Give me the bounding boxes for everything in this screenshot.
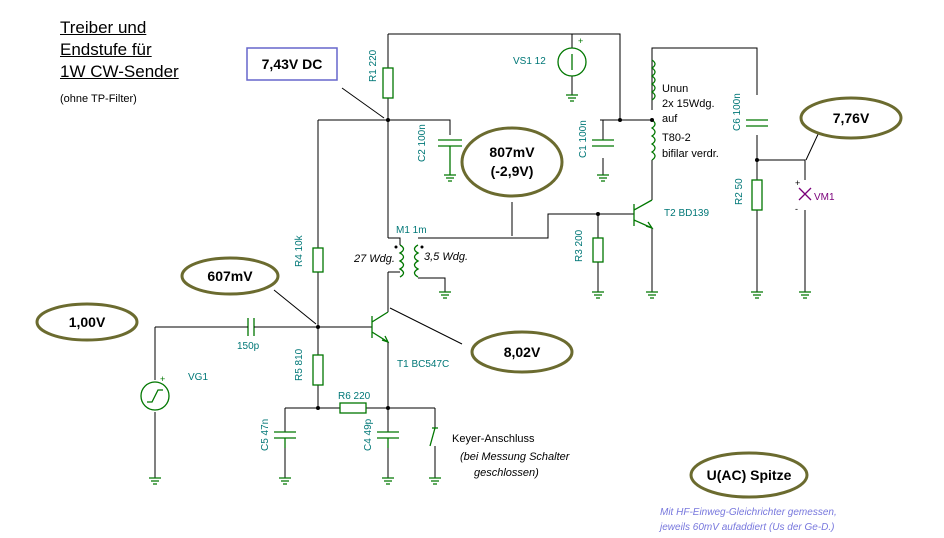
vg1-label: VG1 (188, 372, 208, 383)
c150p-label: 150p (237, 341, 260, 352)
r4-label: R4 10k (294, 234, 305, 267)
title-line-1: Treiber und (60, 18, 147, 37)
svg-text:1,00V: 1,00V (69, 314, 106, 330)
svg-text:807mV: 807mV (489, 144, 535, 160)
secondary-winding-label: 3,5 Wdg. (424, 251, 468, 263)
c5-capacitor (274, 431, 296, 448)
svg-text:-: - (795, 204, 798, 214)
svg-text:7,43V DC: 7,43V DC (262, 56, 323, 72)
unun-coil-icon (650, 59, 656, 161)
vm1-label: VM1 (814, 192, 835, 203)
vs1-label: VS1 12 (513, 56, 546, 67)
subtitle: (ohne TP-Filter) (60, 93, 137, 105)
r5-resistor (312, 354, 324, 386)
c150p-capacitor (240, 318, 262, 336)
r1-resistor (382, 67, 394, 99)
c1-label: C1 100n (578, 120, 589, 158)
t1-transistor-icon (371, 311, 390, 344)
legend-oval: U(AC) Spitze (689, 451, 809, 499)
r1-label: R1 220 (368, 49, 379, 82)
c4-capacitor (377, 431, 399, 448)
ground-icons (149, 94, 811, 485)
vs1-voltage-source: + (557, 36, 587, 77)
c2-capacitor (438, 139, 462, 175)
svg-text:Unun: Unun (662, 83, 688, 95)
measurement-output: 7,76V (799, 96, 903, 140)
c6-capacitor (746, 119, 768, 127)
c5-label: C5 47n (260, 419, 271, 451)
c4-label: C4 49p (363, 418, 374, 451)
measurement-input: 1,00V (35, 302, 139, 342)
r6-label: R6 220 (338, 391, 371, 402)
unun-label: Unun 2x 15Wdg. auf T80-2 bifilar verdr. (662, 83, 719, 160)
primary-winding-label: 27 Wdg. (353, 253, 395, 265)
footnote-line-1: Mit HF-Einweg-Gleichrichter gemessen, (660, 507, 837, 518)
svg-text:607mV: 607mV (207, 268, 253, 284)
keyer-label: Keyer-Anschluss (452, 433, 535, 445)
supply-box: 7,43V DC (246, 47, 338, 81)
m1-transformer-icon (388, 237, 432, 279)
r2-resistor (751, 179, 763, 211)
title-line-3: 1W CW-Sender (60, 62, 179, 81)
svg-text:8,02V: 8,02V (504, 344, 541, 360)
keyer-switch-icon (429, 427, 438, 447)
svg-text:bifilar verdr.: bifilar verdr. (662, 148, 719, 160)
r2-label: R2 50 (734, 178, 745, 205)
r3-label: R3 200 (574, 229, 585, 262)
svg-text:U(AC) Spitze: U(AC) Spitze (707, 467, 792, 483)
keyer-note-line-1: (bei Messung Schalter (460, 451, 571, 463)
title-line-2: Endstufe für (60, 40, 152, 59)
svg-text:+: + (578, 36, 583, 46)
r4-resistor (312, 247, 324, 273)
keyer-note-line-2: geschlossen) (474, 467, 539, 479)
vg1-generator-icon: + (140, 374, 170, 411)
svg-text:7,76V: 7,76V (833, 110, 870, 126)
measurement-base-t1: 607mV (180, 256, 280, 296)
junction-dots (316, 118, 759, 410)
svg-text:(-2,9V): (-2,9V) (491, 163, 534, 179)
r3-resistor (592, 237, 604, 263)
svg-text:T80-2: T80-2 (662, 132, 691, 144)
measurement-collector-t1: 8,02V (470, 330, 574, 374)
r5-label: R5 810 (294, 348, 305, 381)
m1-label: M1 1m (396, 225, 427, 236)
svg-text:+: + (160, 374, 165, 384)
c6-label: C6 100n (732, 93, 743, 131)
measurement-base-t2: 807mV (-2,9V) (460, 126, 564, 198)
t2-label: T2 BD139 (664, 208, 709, 219)
footnote-line-2: jeweils 60mV aufaddiert (Us der Ge-D.) (658, 522, 835, 533)
t2-transistor-icon (633, 199, 654, 230)
svg-text:2x 15Wdg.: 2x 15Wdg. (662, 98, 715, 110)
vm1-voltmeter-icon: + - (795, 178, 812, 214)
svg-text:auf: auf (662, 113, 678, 125)
probe-lines (154, 87, 821, 345)
t1-label: T1 BC547C (397, 359, 449, 370)
c2-label: C2 100n (417, 124, 428, 162)
svg-text:+: + (795, 178, 800, 188)
c1-capacitor (592, 139, 614, 147)
r6-resistor (339, 402, 367, 414)
